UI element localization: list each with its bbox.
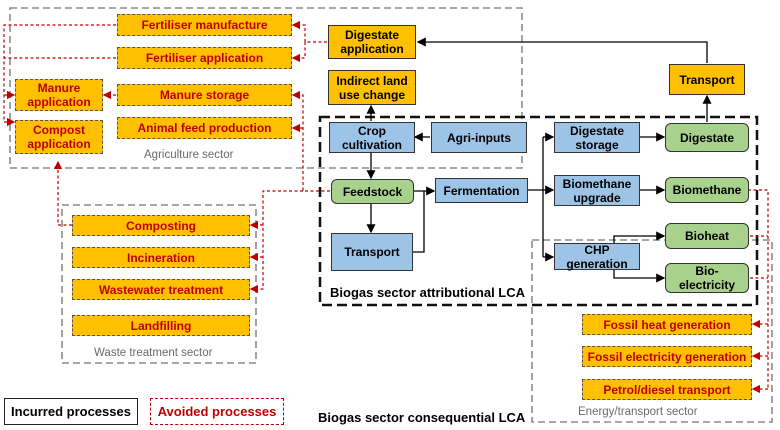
arrow-transport-digestate-app <box>416 37 708 63</box>
crop-cultivation-box: Crop cultivation <box>329 122 415 153</box>
energy-sector-region <box>531 239 773 423</box>
arrow-chp-bioheat <box>613 231 666 243</box>
agriculture-sector-label: Agriculture sector <box>144 149 234 161</box>
fertiliser-application-box: Fertiliser application <box>117 47 292 69</box>
waste-sector-label: Waste treatment sector <box>94 347 213 359</box>
arrow-fermentation-split <box>528 137 544 257</box>
arrow-transport-fermentation <box>413 191 425 253</box>
avoid-trunk-left <box>3 24 116 122</box>
composting-box: Composting <box>72 215 250 236</box>
avoid-composting-compostapp <box>53 160 72 226</box>
avoid-feedstock-waste <box>249 190 303 294</box>
avoid-digestate-fertapp <box>291 42 306 63</box>
manure-application-box: Manure application <box>15 79 103 111</box>
avoid-feedstock-red <box>291 90 330 192</box>
consequential-lca-label: Biogas sector consequential LCA <box>318 410 526 425</box>
landfilling-box: Landfilling <box>72 315 250 336</box>
digestate-box: Digestate <box>665 123 749 152</box>
incineration-box: Incineration <box>72 247 250 268</box>
bioheat-box: Bioheat <box>665 223 749 249</box>
fertiliser-manufacture-box: Fertiliser manufacture <box>117 14 292 36</box>
animal-feed-production-box: Animal feed production <box>117 117 292 139</box>
legend-incurred: Incurred processes <box>4 398 138 425</box>
agriculture-sector-region <box>9 7 523 169</box>
fossil-electricity-generation-box: Fossil electricity generation <box>582 346 752 367</box>
arrow-chp-bioelec <box>613 270 666 283</box>
transport-mid-box: Transport <box>331 233 413 271</box>
wastewater-treatment-box: Wastewater treatment <box>72 279 250 300</box>
chp-generation-box: CHP generation <box>554 243 640 271</box>
agri-inputs-box: Agri-inputs <box>431 122 527 153</box>
avoid-digestate-fertman <box>291 20 327 43</box>
fossil-heat-generation-box: Fossil heat generation <box>582 314 752 335</box>
petrol-diesel-transport-box: Petrol/diesel transport <box>582 379 752 400</box>
manure-storage-box: Manure storage <box>117 84 292 106</box>
transport-top-box: Transport <box>669 64 745 95</box>
feedstock-box: Feedstock <box>331 179 414 204</box>
biomethane-upgrade-box: Biomethane upgrade <box>554 175 640 206</box>
digestate-storage-box: Digestate storage <box>554 122 640 153</box>
compost-application-box: Compost application <box>15 120 103 154</box>
biomethane-box: Biomethane <box>665 177 749 203</box>
avoid-energy-trunk <box>748 189 769 390</box>
indirect-land-use-change-box: Indirect land use change <box>328 70 416 105</box>
attributional-lca-region <box>318 115 759 307</box>
digestate-application-box: Digestate application <box>328 25 416 59</box>
bioelectricity-box: Bio-electricity <box>665 263 749 293</box>
fermentation-box: Fermentation <box>435 178 528 203</box>
legend-avoided: Avoided processes <box>150 398 284 425</box>
attributional-lca-label: Biogas sector attributional LCA <box>330 285 526 300</box>
energy-sector-label: Energy/transport sector <box>578 406 698 418</box>
